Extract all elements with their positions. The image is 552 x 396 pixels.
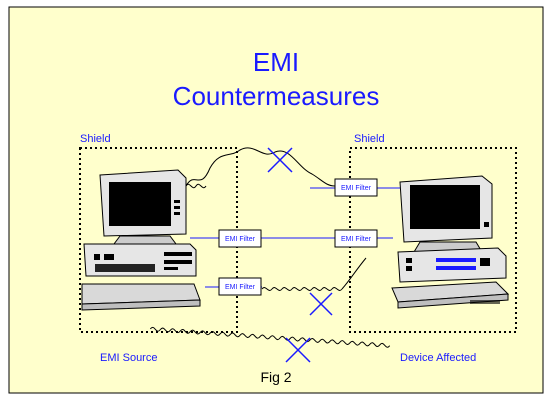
title-line-2: Countermeasures	[172, 81, 380, 111]
source-label: EMI Source	[100, 352, 158, 364]
svg-text:EMI Filter: EMI Filter	[225, 284, 256, 291]
source-computer	[81, 169, 201, 311]
emi-filter-top-right: EMI Filter	[334, 178, 378, 197]
emission-path-top	[185, 147, 336, 187]
svg-text:EMI Filter: EMI Filter	[225, 236, 256, 243]
shield-right-label: Shield	[354, 133, 385, 145]
figure-caption: Fig 2	[260, 369, 292, 385]
block-mark-bottom	[285, 337, 311, 363]
emi-filter-left-bottom: EMI Filter	[218, 277, 262, 296]
title-line-1: EMI	[252, 47, 300, 77]
emi-filter-left-middle: EMI Filter	[218, 229, 262, 248]
source-screen	[109, 182, 171, 226]
affected-computer	[391, 175, 510, 309]
affected-screen	[410, 185, 480, 229]
svg-text:EMI Filter: EMI Filter	[341, 236, 372, 243]
affected-label: Device Affected	[400, 352, 477, 364]
emission-path-middle	[261, 287, 343, 291]
emission-path-bottom	[149, 326, 391, 348]
block-mark-middle	[309, 292, 333, 316]
svg-text:EMI Filter: EMI Filter	[341, 185, 372, 192]
shield-left-label: Shield	[80, 133, 111, 145]
shield-left	[79, 147, 238, 333]
block-mark-top	[267, 147, 293, 173]
emi-filter-right-middle: EMI Filter	[334, 229, 378, 248]
